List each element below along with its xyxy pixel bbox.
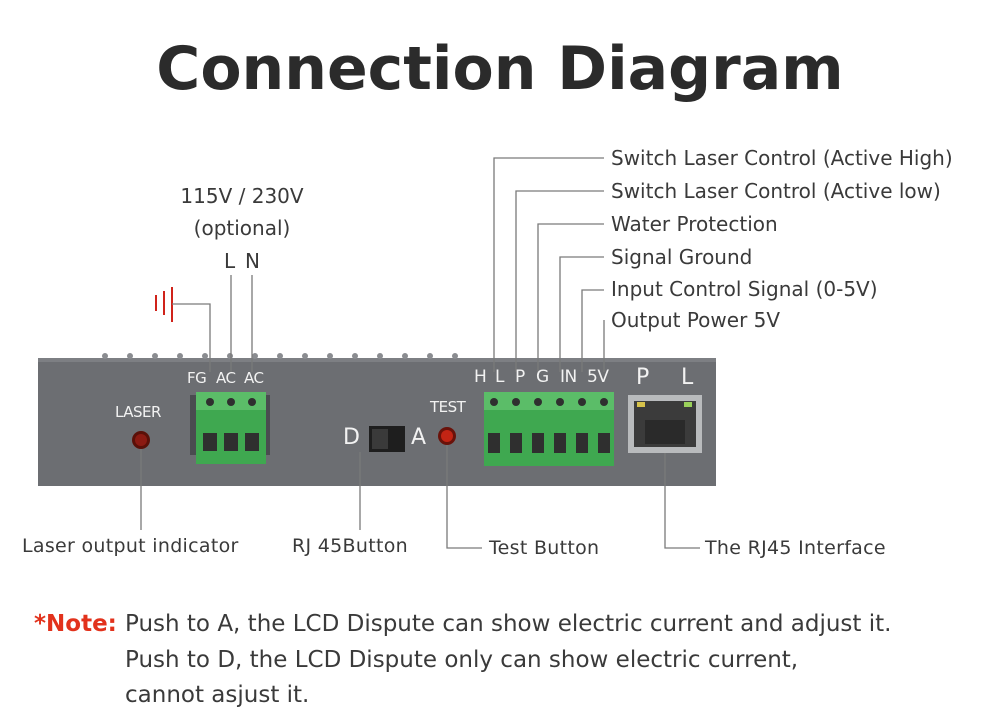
leader-lines — [140, 157, 700, 549]
panel-ac1-label: AC — [216, 369, 236, 387]
pin-l-label: L — [495, 367, 504, 387]
panel-laser-label: LASER — [115, 403, 161, 421]
label-active-high: Switch Laser Control (Active High) — [611, 146, 953, 170]
panel-d-label: D — [343, 425, 360, 450]
note-line-2: Push to D, the LCD Dispute only can show… — [125, 647, 799, 673]
note-line-1: Push to A, the LCD Dispute can show elec… — [125, 611, 892, 637]
label-laser-indicator: Laser output indicator — [22, 535, 239, 557]
pin-g-label: G — [536, 367, 549, 387]
panel-test-label: TEST — [430, 398, 466, 416]
label-rj45-button: RJ 45Button — [292, 535, 408, 557]
pin-5v-label: 5V — [587, 367, 609, 387]
pin-h-label: H — [474, 367, 487, 387]
pin-p-label: P — [515, 367, 525, 387]
label-signal-ground: Signal Ground — [611, 245, 753, 269]
power-voltage-label: 115V / 230V — [180, 184, 304, 208]
note-label: *Note: — [34, 611, 117, 637]
panel-ac2-label: AC — [244, 369, 264, 387]
rj45-l-label: L — [681, 365, 694, 390]
panel-fg-label: FG — [187, 369, 207, 387]
label-active-low: Switch Laser Control (Active low) — [611, 179, 941, 203]
power-l-label: L — [224, 249, 236, 273]
diagram-title: Connection Diagram — [156, 34, 844, 104]
pin-in-label: IN — [560, 367, 577, 387]
vent-dots — [102, 353, 458, 359]
label-output-power: Output Power 5V — [611, 308, 781, 332]
label-test-button: Test Button — [489, 537, 600, 559]
rj45-p-label: P — [636, 365, 650, 390]
label-water-protection: Water Protection — [611, 212, 778, 236]
note-line-3: cannot asjust it. — [125, 682, 310, 708]
label-rj45-interface: The RJ45 Interface — [705, 537, 886, 559]
power-n-label: N — [245, 249, 260, 273]
power-optional-label: (optional) — [193, 216, 291, 240]
ground-symbol — [155, 287, 173, 322]
device-panel — [38, 358, 716, 486]
panel-a-label: A — [411, 425, 427, 450]
label-input-control: Input Control Signal (0-5V) — [611, 277, 878, 301]
